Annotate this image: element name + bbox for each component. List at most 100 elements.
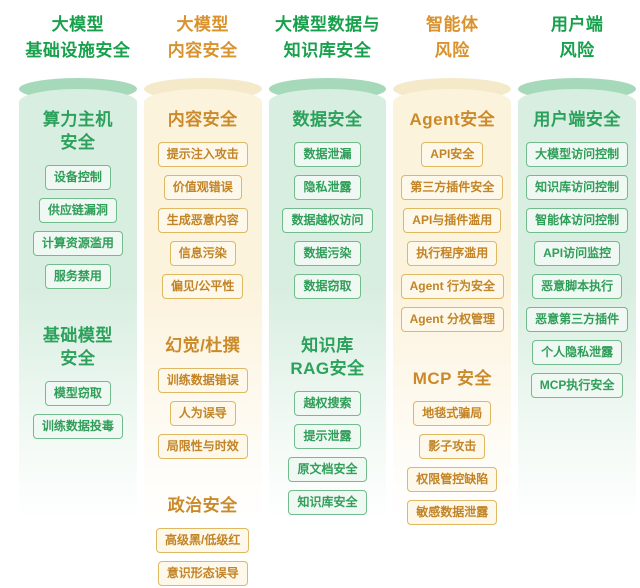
risk-tag: 第三方插件安全 <box>401 174 504 200</box>
risk-tag: 敏感数据泄露 <box>407 499 498 525</box>
cylinder-body: Agent安全 API安全第三方插件安全 API与插件滥用执行程序滥用 Agent 行… <box>393 89 512 559</box>
column-header: 大模型内容安全 <box>144 12 262 68</box>
section-title: 基础模型安全 <box>19 325 137 371</box>
risk-tag: 大模型访问控制 <box>526 141 629 167</box>
section-title: 算力主机安全 <box>19 109 137 155</box>
tag-list: 模型窃取训练数据投毒 <box>19 380 137 439</box>
risk-section: 政治安全高级黑/低级红意识形态误导 <box>144 495 262 586</box>
column-header: 用户端风险 <box>518 12 636 68</box>
section-title: 知识库 RAG安全 <box>269 335 387 381</box>
risk-tag: 提示注入攻击 <box>157 141 248 167</box>
risk-tag: API与插件滥用 <box>403 207 502 233</box>
section-title: 数据安全 <box>269 109 387 132</box>
risk-tag: 权限管控缺陷 <box>407 466 498 492</box>
risk-section: 内容安全提示注入攻击价值观错误生成恶意内容信息污染偏见/公平性 <box>144 109 262 299</box>
risk-tag: 数据窃取 <box>294 273 361 299</box>
risk-tag: 模型窃取 <box>44 380 111 406</box>
risk-tag: 训练数据投毒 <box>32 413 123 439</box>
risk-section: 算力主机安全设备控制供应链漏洞计算资源滥用服务禁用 <box>19 109 137 289</box>
section-title-line: 用户端安全 <box>533 110 621 129</box>
column-header: 大模型基础设施安全 <box>19 12 137 68</box>
section-title-line: 安全 <box>60 132 96 152</box>
risk-tag: 原文档安全 <box>288 456 367 482</box>
column-header-line: 风险 <box>559 41 595 61</box>
risk-tag: 局限性与时效 <box>157 433 248 459</box>
tag-list: 提示注入攻击价值观错误生成恶意内容信息污染偏见/公平性 <box>144 141 262 299</box>
column-header-line: 知识库安全 <box>283 41 372 61</box>
section-title-line: 幻觉/杜撰 <box>165 335 241 355</box>
risk-tag: 执行程序滥用 <box>407 240 498 266</box>
risk-section: 数据安全数据泄漏隐私泄露数据越权访问数据污染数据窃取 <box>269 109 387 299</box>
risk-tag: 计算资源滥用 <box>32 230 123 256</box>
section-title-line: 安全 <box>60 348 96 368</box>
section-title-line: 基础模型 <box>42 325 113 345</box>
risk-tag: Agent 行为安全 <box>400 273 504 299</box>
section-title-line: 知识库 <box>301 335 354 355</box>
section-title: 用户端安全 <box>518 109 636 132</box>
section-title-line: MCP 安全 <box>412 368 492 388</box>
tag-list: 训练数据错误人为误导局限性与时效 <box>144 367 262 459</box>
cylinder-body: 内容安全提示注入攻击价值观错误生成恶意内容信息污染偏见/公平性幻觉/杜撰训练数据… <box>143 89 262 586</box>
risk-tag: 供应链漏洞 <box>38 197 117 223</box>
risk-tag: API安全 <box>421 141 484 167</box>
column-header-line: 大模型 <box>51 15 105 34</box>
column-cylinder: Agent安全 API安全第三方插件安全 API与插件滥用执行程序滥用 Agent 行… <box>393 78 512 588</box>
risk-tag: 智能体访问控制 <box>526 207 629 233</box>
risk-tag: API访问监控 <box>534 240 621 266</box>
risk-tag: 训练数据错误 <box>157 367 248 393</box>
column-header-line: 大模型数据与 <box>274 15 380 34</box>
section-title-line: 内容安全 <box>167 110 238 129</box>
risk-tag: 人为误导 <box>169 400 236 426</box>
risk-tag: 生成恶意内容 <box>157 207 248 233</box>
risk-tag: 影子攻击 <box>419 433 486 459</box>
section-title-line: 政治安全 <box>167 495 238 515</box>
risk-tag: 设备控制 <box>44 164 111 190</box>
risk-tag: 偏见/公平性 <box>162 273 244 299</box>
risk-tag: 信息污染 <box>169 240 236 266</box>
section-title-line: Agent安全 <box>409 110 496 129</box>
column-header: 智能体风险 <box>393 12 511 68</box>
risk-tag: 价值观错误 <box>163 174 242 200</box>
section-title: 政治安全 <box>144 495 262 518</box>
column-model-infra-security: 大模型基础设施安全算力主机安全设备控制供应链漏洞计算资源滥用服务禁用基础模型安全… <box>19 0 137 588</box>
tag-list: 越权搜索提示泄露原文档安全知识库安全 <box>269 390 387 515</box>
risk-tag: 知识库访问控制 <box>526 174 629 200</box>
column-header: 大模型数据与知识库安全 <box>269 12 387 68</box>
risk-tag: 地毯式骗局 <box>413 400 492 426</box>
risk-tag: 越权搜索 <box>294 390 361 416</box>
risk-section: MCP 安全地毯式骗局影子攻击权限管控缺陷敏感数据泄露 <box>393 368 511 525</box>
tag-list: API安全第三方插件安全 API与插件滥用执行程序滥用 Agent 行为安全 Agen… <box>393 141 511 332</box>
risk-tag: 数据污染 <box>294 240 361 266</box>
section-title: 内容安全 <box>144 109 262 132</box>
risk-tag: 数据越权访问 <box>282 207 373 233</box>
risk-tag: 提示泄露 <box>294 423 361 449</box>
column-header-line: 大模型 <box>176 15 229 34</box>
tag-list: 地毯式骗局影子攻击权限管控缺陷敏感数据泄露 <box>393 400 511 525</box>
tag-list: 高级黑/低级红意识形态误导 <box>144 527 262 586</box>
column-header-line: 基础设施安全 <box>25 41 131 61</box>
risk-tag: 数据泄漏 <box>294 141 361 167</box>
section-title: 幻觉/杜撰 <box>144 335 262 358</box>
risk-tag: MCP执行安全 <box>530 372 624 398</box>
column-model-data-knowledge-security: 大模型数据与知识库安全数据安全数据泄漏隐私泄露数据越权访问数据污染数据窃取知识库… <box>268 0 387 588</box>
risk-section: 基础模型安全模型窃取训练数据投毒 <box>19 325 137 439</box>
column-cylinder: 算力主机安全设备控制供应链漏洞计算资源滥用服务禁用基础模型安全模型窃取训练数据投… <box>19 78 137 588</box>
section-title: Agent安全 <box>393 109 511 132</box>
column-model-content-security: 大模型内容安全内容安全提示注入攻击价值观错误生成恶意内容信息污染偏见/公平性幻觉… <box>143 0 262 588</box>
risk-tag: 个人隐私泄露 <box>532 339 623 365</box>
column-header-line: 内容安全 <box>167 41 238 61</box>
risk-tag: 服务禁用 <box>44 263 111 289</box>
section-title-line: RAG安全 <box>290 358 365 378</box>
tag-list: 设备控制供应链漏洞计算资源滥用服务禁用 <box>19 164 137 289</box>
risk-tag: Agent 分权管理 <box>400 306 504 332</box>
tag-list: 数据泄漏隐私泄露数据越权访问数据污染数据窃取 <box>269 141 387 299</box>
cylinder-body: 算力主机安全设备控制供应链漏洞计算资源滥用服务禁用基础模型安全模型窃取训练数据投… <box>19 89 137 559</box>
